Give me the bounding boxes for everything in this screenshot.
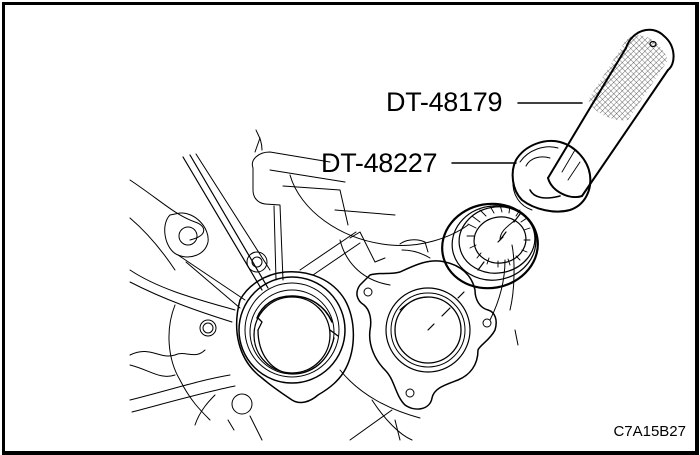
installer-handle-tool	[547, 28, 675, 198]
bearing-installer-adapter	[511, 140, 592, 213]
callout-dt-48179: DT-48179	[386, 87, 503, 117]
bearing-bore-flange	[356, 260, 497, 410]
figure-id-label: C7A15B27	[613, 423, 686, 440]
transmission-case-bore	[235, 271, 355, 404]
transmission-case	[129, 129, 519, 441]
alignment-centerline	[427, 213, 521, 331]
roller-bearing	[441, 202, 539, 290]
callout-dt-48227: DT-48227	[321, 148, 438, 178]
